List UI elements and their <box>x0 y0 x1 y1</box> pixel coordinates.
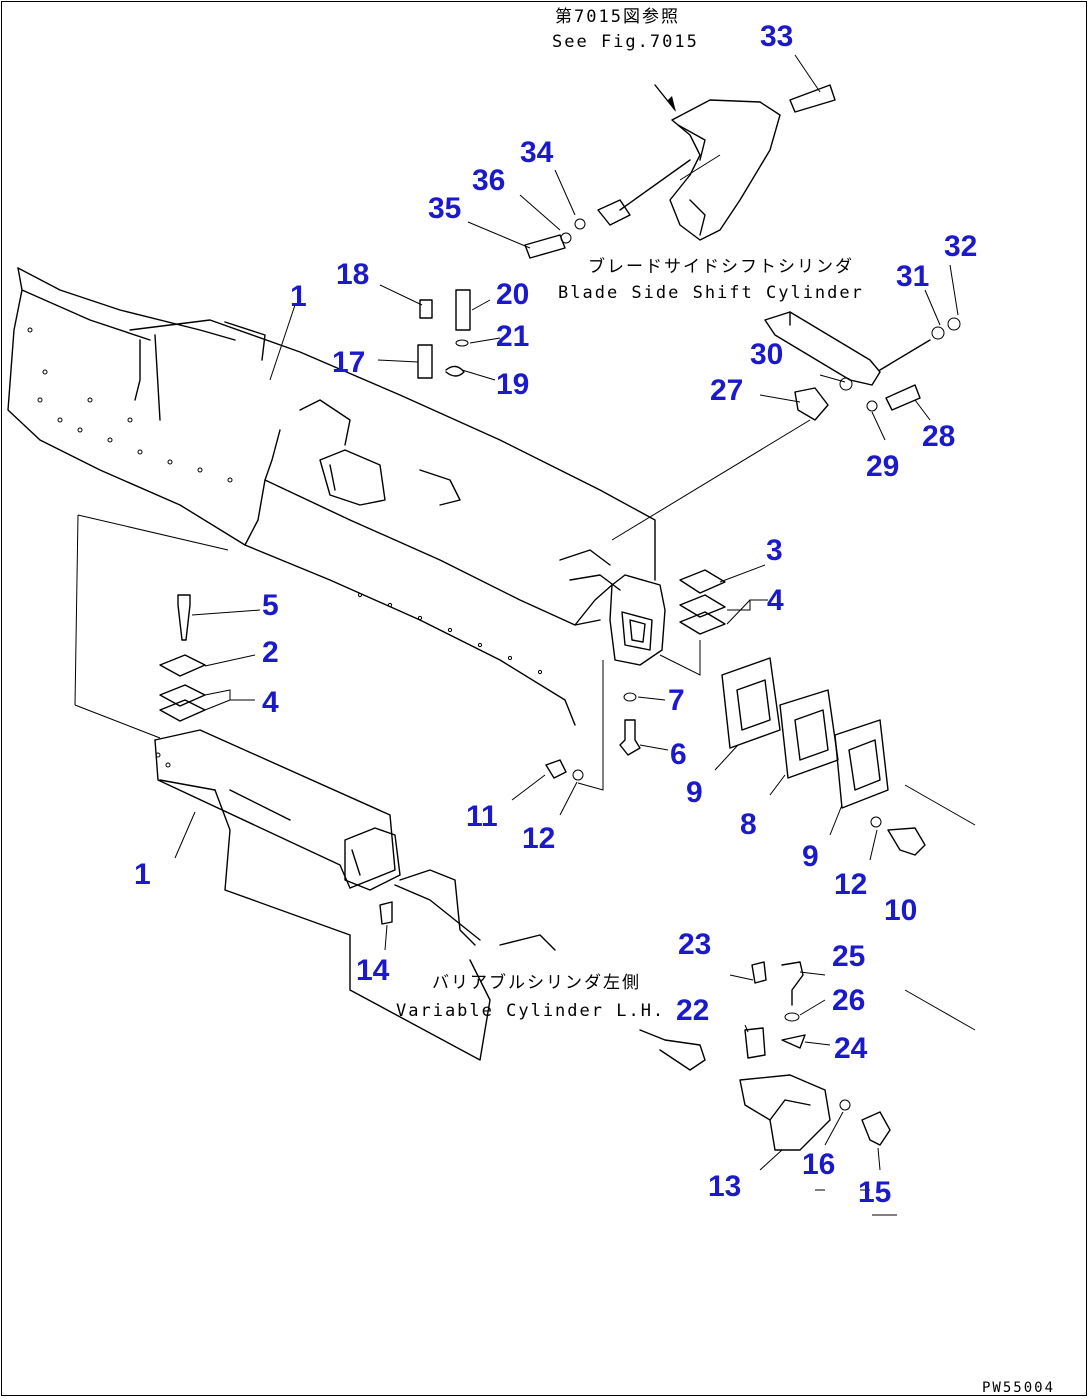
callout-9-left: 9 <box>686 776 703 809</box>
callout-6: 6 <box>670 738 687 771</box>
callout-28: 28 <box>922 420 955 453</box>
callout-11: 11 <box>466 800 498 833</box>
callout-1-lower: 1 <box>134 858 151 891</box>
callout-7: 7 <box>668 684 685 717</box>
callout-36: 36 <box>472 164 505 197</box>
variable-cylinder-note-jp: バリアブルシリンダ左側 <box>432 972 641 993</box>
callout-8: 8 <box>740 808 757 841</box>
callout-34: 34 <box>520 136 554 169</box>
callout-2: 2 <box>262 636 279 669</box>
reference-lines <box>74 154 976 1031</box>
callout-26: 26 <box>832 984 865 1017</box>
callout-13: 13 <box>708 1170 741 1203</box>
callout-31: 31 <box>896 260 929 293</box>
callout-12-right: 12 <box>834 868 867 901</box>
callout-12-left: 12 <box>522 822 555 855</box>
see-fig-note-jp: 第7015図参照 <box>555 7 680 27</box>
blade-upper <box>7 267 666 726</box>
callout-32: 32 <box>944 230 977 263</box>
callout-20: 20 <box>496 278 529 311</box>
side-shift-cylinder <box>764 311 961 421</box>
pin-parts <box>417 289 471 379</box>
variable-cylinder-note-en: Variable Cylinder L.H. <box>396 1001 665 1021</box>
plates <box>159 569 726 722</box>
callout-21: 21 <box>496 320 529 353</box>
lower-bracket <box>379 901 891 1151</box>
callout-3: 3 <box>766 534 783 567</box>
callout-16: 16 <box>802 1148 835 1181</box>
callout-19: 19 <box>496 368 529 401</box>
upper-bracket <box>524 84 836 259</box>
fasteners <box>545 692 926 856</box>
callout-27: 27 <box>710 374 743 407</box>
see-fig-note-en: See Fig.7015 <box>552 32 699 52</box>
blade-cylinder-note-jp: ブレードサイドシフトシリンダ <box>588 256 854 277</box>
notes: 第7015図参照 See Fig.7015 ブレードサイドシフトシリンダ Bla… <box>396 7 1055 1396</box>
callout-4-left: 4 <box>262 686 279 719</box>
callout-25: 25 <box>832 940 865 973</box>
callout-35: 35 <box>428 192 461 225</box>
callouts: 33 34 36 35 32 31 18 1 20 21 17 19 30 27… <box>134 20 977 1209</box>
callout-33: 33 <box>760 20 793 53</box>
callout-22: 22 <box>676 994 709 1027</box>
drawing-code: PW55004 <box>982 1380 1055 1396</box>
callout-29: 29 <box>866 450 899 483</box>
callout-10: 10 <box>884 894 917 927</box>
callout-1-upper: 1 <box>290 280 307 313</box>
blade-lower <box>154 729 491 1061</box>
callout-14: 14 <box>356 954 390 987</box>
callout-9-right: 9 <box>802 840 819 873</box>
callout-18: 18 <box>336 258 369 291</box>
callout-4-right: 4 <box>767 584 784 617</box>
callout-15: 15 <box>858 1176 891 1209</box>
blade-cylinder-note-en: Blade Side Shift Cylinder <box>558 283 864 303</box>
callout-30: 30 <box>750 338 783 371</box>
gaskets <box>721 657 889 809</box>
callout-5: 5 <box>262 589 279 622</box>
leader-lines <box>174 54 959 1216</box>
callout-23: 23 <box>678 928 711 961</box>
callout-24: 24 <box>834 1032 868 1065</box>
callout-17: 17 <box>332 346 365 379</box>
